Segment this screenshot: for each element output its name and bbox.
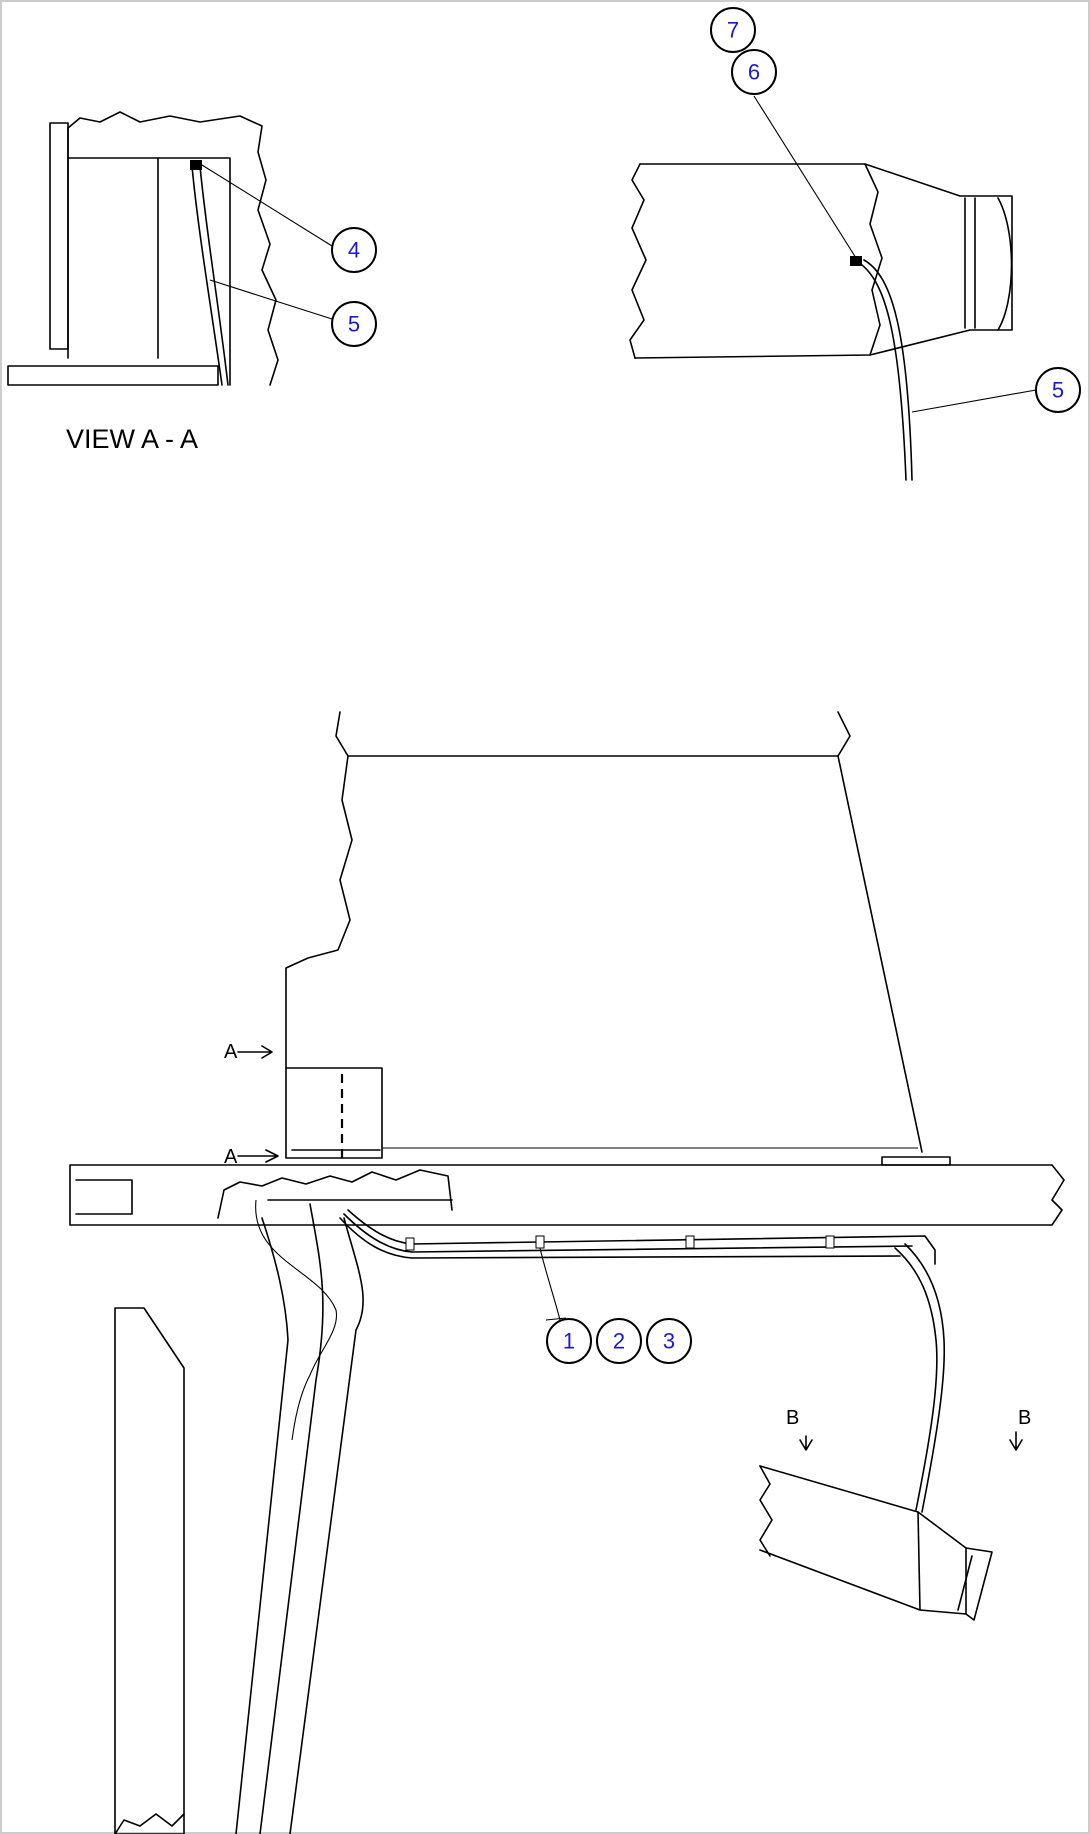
callout-6: 6 (731, 49, 777, 95)
callout-7-number: 7 (727, 18, 739, 43)
callout-2-number: 2 (613, 1329, 625, 1354)
callout-4: 4 (331, 227, 377, 273)
callout-7: 7 (710, 7, 756, 53)
view-aa-label: VIEW A - A (66, 424, 198, 454)
callout-4-number: 4 (348, 238, 360, 263)
callout-5-top: 5 (1035, 367, 1081, 413)
view-aa-detail (7, 111, 333, 386)
callout-2: 2 (596, 1318, 642, 1364)
section-b-right-label: B (1018, 1407, 1031, 1429)
callout-5-top-number: 5 (1052, 378, 1064, 403)
main-assembly (69, 711, 1065, 1834)
callout-1-number: 1 (563, 1329, 575, 1354)
callout-3-number: 3 (663, 1329, 675, 1354)
callout-1: 1 (546, 1318, 592, 1364)
callout-3: 3 (646, 1318, 692, 1364)
section-a-lower-label: A (224, 1146, 238, 1168)
section-a-upper-label: A (224, 1041, 238, 1063)
callout-5-view-number: 5 (348, 312, 360, 337)
section-b-left-label: B (786, 1407, 799, 1429)
upper-right-component (629, 95, 1037, 481)
callout-6-number: 6 (748, 60, 760, 85)
callout-5-view: 5 (331, 301, 377, 347)
